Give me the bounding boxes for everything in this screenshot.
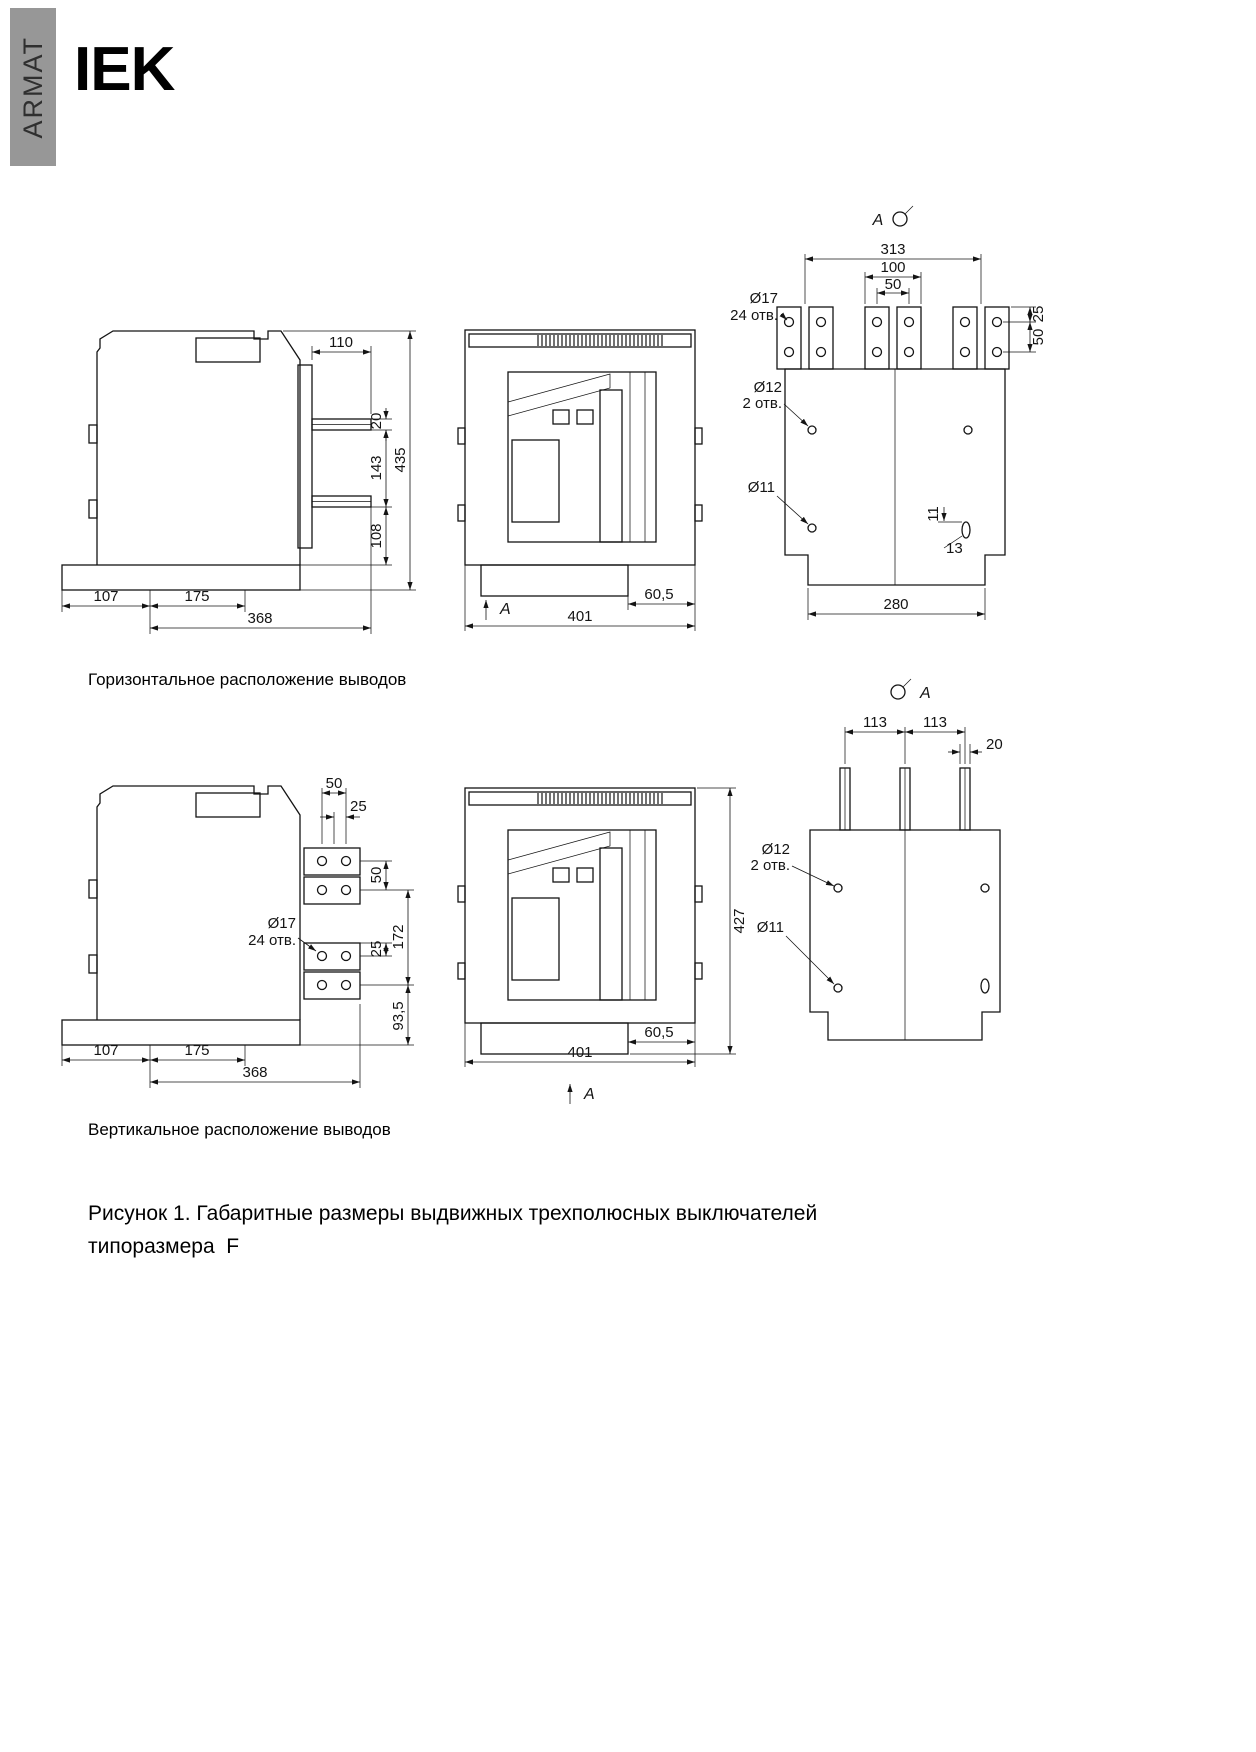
- hole-label-d17-count-v: 24 отв.: [248, 932, 296, 949]
- dim-60-5-v: 60,5: [644, 1024, 673, 1041]
- view-front-vertical: 427 60,5 401 A: [457, 787, 748, 1104]
- view-side-horizontal: 110 20 143 108 435 107 175 36: [61, 330, 416, 634]
- dim-50-top-v: 50: [326, 775, 343, 792]
- dim-25-top-v: 25: [350, 798, 367, 815]
- dim-113-left: 113: [863, 714, 887, 731]
- dim-108: 108: [368, 523, 385, 548]
- dim-401-h: 401: [567, 608, 592, 625]
- dim-313: 313: [880, 241, 905, 258]
- dim-107-v: 107: [93, 1042, 118, 1059]
- dim-110: 110: [329, 334, 353, 351]
- caption-horizontal-layout: Горизонтальное расположение выводов: [88, 670, 407, 689]
- figure-caption-line2: типоразмера F: [88, 1234, 240, 1258]
- dim-60-5-h: 60,5: [644, 586, 673, 603]
- dim-93-5: 93,5: [390, 1001, 407, 1030]
- dim-427: 427: [731, 908, 748, 933]
- dim-175-v: 175: [184, 1042, 209, 1059]
- dim-100: 100: [880, 259, 905, 276]
- dim-50-top: 50: [885, 276, 902, 293]
- caption-vertical-layout: Вертикальное расположение выводов: [88, 1120, 391, 1139]
- dim-368-v: 368: [242, 1064, 267, 1081]
- dim-143: 143: [368, 455, 385, 480]
- hole-label-d12-count-v: 2 отв.: [750, 857, 790, 874]
- dim-25-right: 25: [1030, 306, 1047, 323]
- view-front-horizontal: A 60,5 401: [457, 329, 703, 631]
- hole-label-d17: Ø17: [750, 290, 778, 307]
- dim-50-right: 50: [1030, 329, 1047, 346]
- dim-172: 172: [390, 924, 407, 949]
- dim-280: 280: [883, 596, 908, 613]
- view-side-vertical: 50 25 50 172 25 Ø17 24 отв. 93,5: [61, 775, 414, 1088]
- armat-sidebar: ARMAT: [10, 8, 56, 166]
- dim-401-v: 401: [567, 1044, 592, 1061]
- dim-113-right: 113: [923, 714, 947, 731]
- dim-20: 20: [368, 413, 385, 430]
- dim-107: 107: [93, 588, 118, 605]
- view-a-label-h: A: [872, 212, 884, 229]
- hole-label-d11: Ø11: [748, 479, 775, 496]
- section-arrow-label-h: A: [499, 601, 511, 618]
- dim-11: 11: [925, 506, 942, 522]
- hole-label-d12-v: Ø12: [762, 841, 790, 858]
- dim-368: 368: [247, 610, 272, 627]
- dim-13: 13: [946, 540, 963, 557]
- iek-logo: IEK: [74, 35, 175, 104]
- hole-label-d12-count: 2 отв.: [742, 395, 782, 412]
- hole-label-d12: Ø12: [754, 379, 782, 396]
- hole-label-d17-v: Ø17: [268, 915, 296, 932]
- hole-label-d17-count: 24 отв.: [730, 307, 778, 324]
- dim-25-right-v: 25: [368, 941, 385, 958]
- dim-50-right-v: 50: [368, 867, 385, 884]
- dim-20-v: 20: [986, 736, 1003, 753]
- hole-label-d11-v: Ø11: [757, 919, 784, 936]
- figure-caption-line1: Рисунок 1. Габаритные размеры выдвижных …: [88, 1202, 818, 1225]
- view-a-label-v: A: [919, 685, 931, 702]
- view-top-vertical: A 113 113 20 Ø12 2: [750, 678, 1003, 1041]
- dim-175: 175: [184, 588, 209, 605]
- figure-caption: Рисунок 1. Габаритные размеры выдвижных …: [88, 1198, 817, 1263]
- view-rear-horizontal: A 313 100 50: [730, 205, 1047, 620]
- dim-435: 435: [392, 447, 409, 472]
- section-arrow-label-v: A: [583, 1086, 595, 1103]
